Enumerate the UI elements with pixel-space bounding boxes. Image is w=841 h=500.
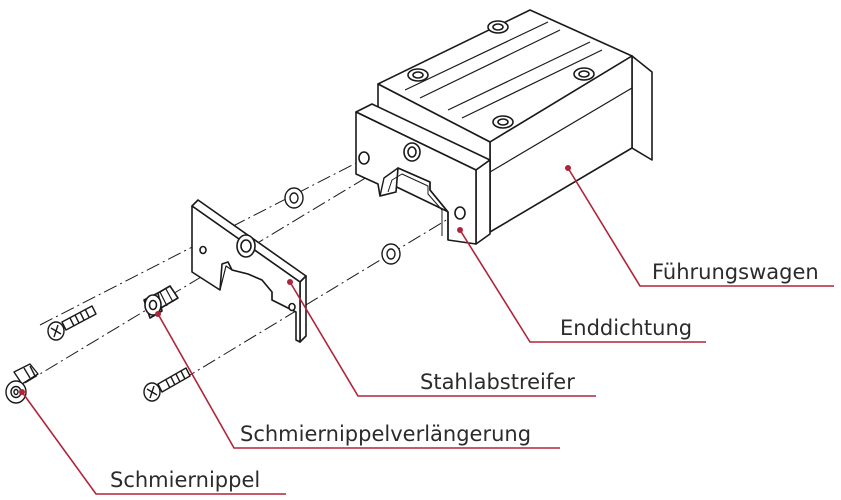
- steel-wiper: [191, 199, 307, 343]
- lower-screw: [143, 367, 191, 402]
- carriage-end-cap: [631, 55, 653, 161]
- label-enddichtung: Enddichtung: [560, 316, 692, 340]
- carriage: [377, 9, 653, 233]
- seal-hole: [454, 206, 466, 220]
- lubrication-nipple: [5, 363, 39, 404]
- end-seal: [355, 103, 491, 245]
- leader-fuehrungswagen: [567, 167, 834, 287]
- leader-lines: [21, 167, 834, 495]
- leader-enddichtung: [459, 229, 706, 343]
- label-stahlabstreifer: Stahlabstreifer: [420, 370, 575, 394]
- label-schmiernippel: Schmiernippel: [110, 468, 260, 492]
- washer-upper: [284, 187, 304, 209]
- washers: [284, 187, 401, 265]
- label-fuehrungswagen: Führungswagen: [652, 260, 819, 284]
- leader-schmiernippel: [21, 391, 286, 495]
- leader-dots: [19, 165, 571, 395]
- seal-hole: [358, 151, 370, 165]
- label-schmiernippelverlaengerung: Schmiernippelverlängerung: [240, 422, 531, 446]
- wiper-hole: [199, 245, 207, 255]
- washer-lower: [381, 243, 401, 265]
- leader-schmiernippelverlaengerung: [157, 313, 560, 449]
- leader-stahlabstreifer: [289, 281, 596, 397]
- upper-screw: [47, 305, 97, 341]
- wiper-hole: [288, 302, 296, 312]
- axis-lower-bolt: [161, 212, 459, 393]
- nipple-extension: [143, 285, 179, 319]
